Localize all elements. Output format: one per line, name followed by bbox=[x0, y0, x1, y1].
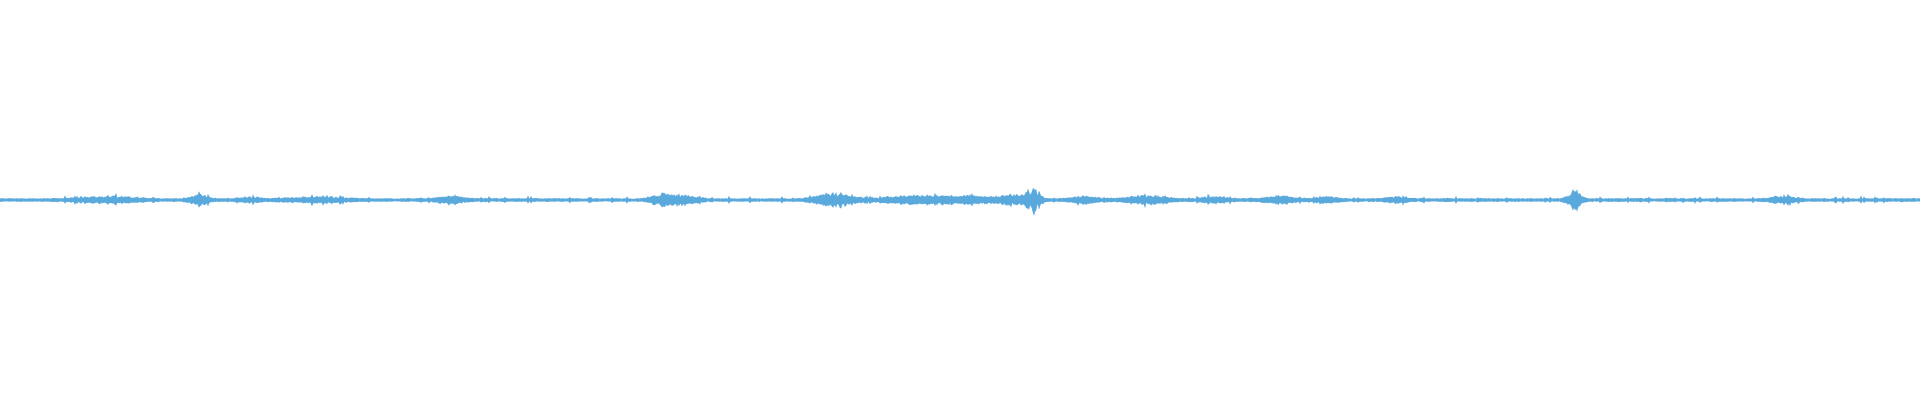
waveform-path bbox=[0, 188, 1920, 216]
